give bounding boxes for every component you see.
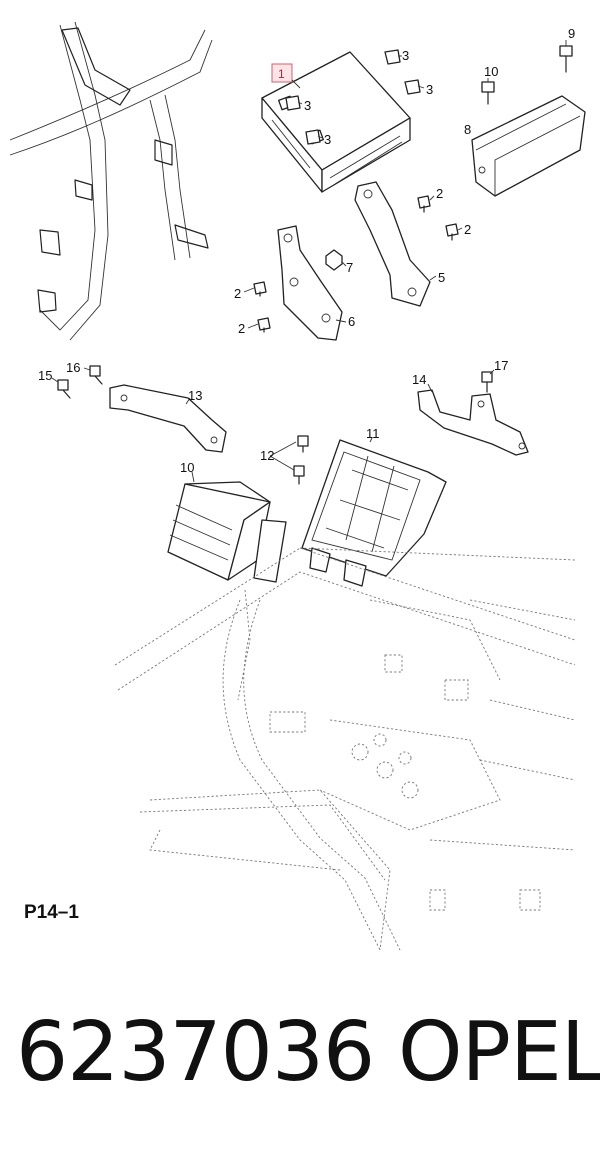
exploded-parts-diagram: 1 xyxy=(9,21,586,951)
callout-5: 6 xyxy=(348,314,355,329)
callout-1-highlight: 1 xyxy=(271,63,301,89)
module-part-10 xyxy=(167,481,287,583)
callout-12: 12 xyxy=(260,448,274,463)
screws-part-12 xyxy=(293,435,309,485)
nut-part-6 xyxy=(325,249,343,271)
callout-9: 10 xyxy=(484,64,498,79)
callout-16: 16 xyxy=(66,360,80,375)
callout-14: 14 xyxy=(412,372,426,387)
bracket-part-14 xyxy=(417,389,529,456)
callout-13: 13 xyxy=(188,388,202,403)
callout-6: 7 xyxy=(346,260,353,275)
callout-2-b: 2 xyxy=(464,222,471,237)
callout-11: 11 xyxy=(366,426,380,441)
clip-nuts-part-3 xyxy=(285,49,421,145)
bracket-part-5 xyxy=(277,225,343,341)
bolts-part-15-16 xyxy=(57,365,103,399)
page-reference: P14–1 xyxy=(24,902,79,923)
svg-text:1: 1 xyxy=(278,67,285,81)
callout-2-c: 2 xyxy=(234,286,241,301)
callout-15: 15 xyxy=(38,368,52,383)
callout-2-d: 2 xyxy=(238,321,245,336)
callout-2-a: 2 xyxy=(436,186,443,201)
callout-17: 17 xyxy=(494,358,508,373)
bracket-part-13 xyxy=(109,384,227,453)
callout-3-c: 3 xyxy=(304,98,311,113)
callout-3-d: 3 xyxy=(324,132,331,147)
bracket-housing-part-11 xyxy=(301,439,447,587)
bracket-part-4 xyxy=(354,181,431,307)
cover-part-7 xyxy=(471,95,586,197)
screws-part-2 xyxy=(253,195,459,333)
callout-7: 8 xyxy=(464,122,471,137)
screws-part-8-9 xyxy=(481,45,573,105)
callout-3-b: 3 xyxy=(426,82,433,97)
callout-8: 9 xyxy=(568,26,575,41)
callout-4: 5 xyxy=(438,270,445,285)
brand-name: OPEL xyxy=(398,1005,600,1100)
screw-part-17 xyxy=(481,371,493,393)
leader-lines xyxy=(51,40,567,483)
vehicle-floor-background xyxy=(114,547,576,951)
part-number: 6237036 xyxy=(16,1005,375,1100)
callout-10-label: 10 xyxy=(180,460,194,475)
callout-3-a: 3 xyxy=(402,48,409,63)
vehicle-frame-structure xyxy=(9,21,213,341)
callout-labels: 3 3 3 3 9 10 8 2 2 7 5 2 6 2 16 15 17 14… xyxy=(38,26,575,475)
